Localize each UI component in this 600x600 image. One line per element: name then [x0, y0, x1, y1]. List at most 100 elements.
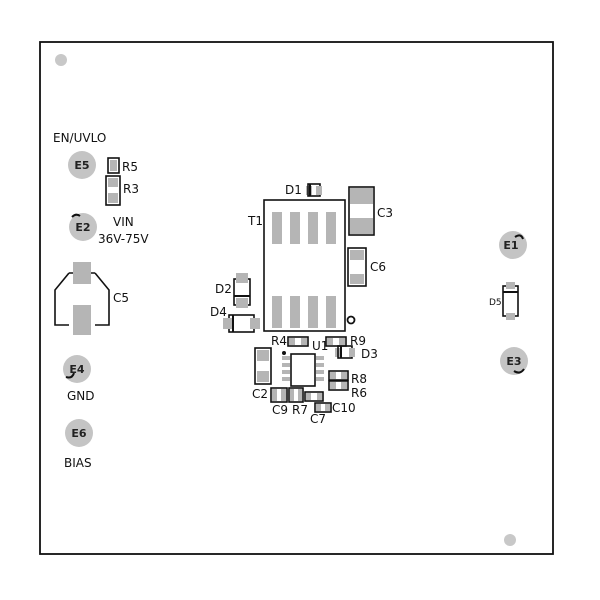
u1-body [290, 353, 316, 387]
t1-pad-top-3 [308, 212, 318, 244]
r7-body [288, 387, 304, 403]
c7-body [304, 391, 324, 402]
label-r7: R7 [292, 403, 308, 417]
label-c7: C7 [310, 412, 326, 426]
c2-pad-top [257, 350, 269, 361]
t1-pad-bot-2 [290, 296, 300, 328]
label-bias: BIAS [64, 456, 92, 470]
label-c6: C6 [370, 260, 386, 274]
r4-body [287, 336, 309, 347]
pad-e4 [63, 355, 91, 383]
c3-body [348, 186, 375, 236]
r9-pad-left [327, 338, 333, 345]
c9-body [270, 387, 288, 403]
r9-pad-right [339, 338, 345, 345]
u1-pin-l3 [282, 370, 290, 374]
d2-pad-bottom [236, 298, 248, 308]
pad-e3-label: E3 [506, 355, 521, 368]
r6-body [328, 380, 349, 391]
c5-pad-bottom [73, 305, 91, 335]
label-r3: R3 [123, 182, 139, 196]
pad-e2 [69, 213, 97, 241]
c6-pad-bottom [350, 274, 364, 284]
pad-e1-mark [514, 234, 524, 240]
d2-pad-top [236, 273, 248, 283]
pad-e5-label: E5 [74, 159, 89, 172]
r3-pad-bottom [108, 193, 118, 203]
t1-pad-top-2 [290, 212, 300, 244]
c6-body [347, 247, 367, 287]
r5-pad [110, 160, 117, 171]
c9-pad-right [281, 389, 286, 401]
mounting-hole-bottom-right [504, 534, 516, 546]
d3-pad-right [349, 348, 355, 357]
pad-e1-label: E1 [503, 239, 518, 252]
pad-e5 [68, 151, 96, 179]
r5-body [107, 157, 120, 174]
pad-e6 [65, 419, 93, 447]
label-vin: VIN [113, 215, 134, 229]
label-r4: R4 [271, 334, 287, 348]
label-c2: C2 [252, 387, 268, 401]
t1-pad-bot-1 [272, 296, 282, 328]
c6-pad-top [350, 250, 364, 260]
c10-body [314, 402, 332, 413]
c9-pad-left [272, 389, 277, 401]
u1-pin-l4 [282, 377, 290, 381]
label-r8: R8 [351, 372, 367, 386]
label-en-uvlo: EN/UVLO [53, 131, 106, 145]
label-r5: R5 [122, 160, 138, 174]
c7-pad-left [306, 393, 311, 400]
label-t1: T1 [247, 214, 263, 228]
label-vin-range: 36V-75V [98, 232, 149, 246]
c10-pad-left [316, 404, 321, 411]
label-u1: U1 [312, 339, 328, 353]
r6-pad-right [341, 382, 347, 389]
board-outline [39, 41, 554, 555]
r3-pad-top [108, 178, 118, 187]
t1-pad-top-1 [272, 212, 282, 244]
pad-e2-mark [71, 213, 81, 218]
d5-body [502, 285, 519, 317]
label-c10: C10 [332, 401, 356, 415]
pad-e3 [500, 347, 528, 375]
pad-e1 [499, 231, 527, 259]
r8-pad-left [330, 372, 336, 379]
c10-pad-right [325, 404, 330, 411]
d5-pad-top [506, 282, 515, 289]
pad-e6-label: E6 [71, 427, 87, 440]
r8-body [328, 370, 349, 381]
r4-pad-left [289, 338, 295, 345]
u1-pin-l2 [282, 363, 290, 367]
c3-pad-bottom [350, 218, 373, 234]
label-d5: D5 [489, 298, 502, 308]
u1-pin-l1 [282, 356, 290, 360]
r4-pad-right [301, 338, 307, 345]
mounting-hole-top-left [55, 54, 67, 66]
label-d1: D1 [285, 183, 302, 197]
r8-pad-right [341, 372, 347, 379]
d4-pad-left [223, 318, 233, 329]
u1-pin-r1 [316, 356, 324, 360]
t1-pad-bot-4 [326, 296, 336, 328]
label-c9: C9 [272, 403, 288, 417]
label-d3: D3 [361, 347, 378, 361]
label-d2: D2 [215, 282, 232, 296]
t1-pin1-marker [346, 315, 356, 325]
pad-e4-label: E4 [69, 363, 85, 376]
r7-pad-right [298, 389, 302, 401]
label-d4: D4 [210, 305, 227, 319]
pad-e4-mark [65, 372, 75, 379]
c7-pad-right [317, 393, 322, 400]
c2-body [254, 347, 272, 385]
label-c3: C3 [377, 206, 393, 220]
t1-pad-bot-3 [308, 296, 318, 328]
c3-pad-top [350, 188, 373, 204]
u1-pin-r3 [316, 370, 324, 374]
d1-pad-right [316, 186, 322, 195]
label-r9: R9 [350, 334, 366, 348]
r9-body [325, 336, 347, 347]
u1-pin-r2 [316, 363, 324, 367]
r3-body [105, 175, 121, 206]
